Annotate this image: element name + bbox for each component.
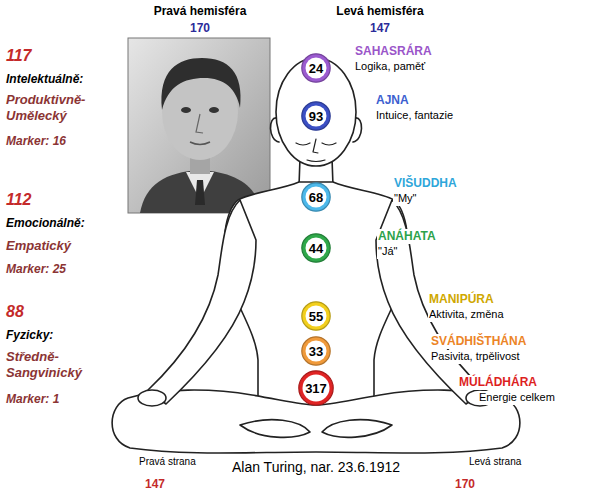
type-label: Středně- Sangvinický <box>5 349 112 382</box>
photo-frame <box>128 38 270 213</box>
chakra-value: 33 <box>301 344 331 359</box>
score-number: 112 <box>5 190 33 210</box>
category-label: Fyzicky: <box>5 328 54 343</box>
chakra-value: 24 <box>301 61 331 76</box>
chakra-value: 93 <box>301 109 331 124</box>
chakra-value: 44 <box>301 241 331 256</box>
chakra-ring-outer <box>302 302 330 330</box>
hemisphere-score: 170 <box>189 21 211 36</box>
chakra-meaning: "Já" <box>377 245 398 259</box>
hemisphere-score: 147 <box>369 21 391 36</box>
photo-eye <box>209 107 219 113</box>
chakra-meaning: Energie celkem <box>478 391 556 405</box>
chakra-circle: 93 <box>301 101 331 131</box>
category-label: Emocionálně: <box>5 216 86 231</box>
chakra-ring-outer <box>302 234 330 262</box>
chakra-meaning: "My" <box>393 192 417 206</box>
chakra-name: MÚLÁDHÁRA <box>458 375 538 390</box>
chakra-value: 68 <box>301 190 331 205</box>
chakra-ring-outer <box>302 102 330 130</box>
chakra-name: SAHASRÁRA <box>354 44 433 59</box>
caption: Alan Turing, nar. 23.6.1912 <box>231 459 401 477</box>
figure-arm <box>148 200 256 404</box>
chakra-meaning: Pasivita, trpělivost <box>430 350 521 364</box>
chakra-circle: 55 <box>301 301 331 331</box>
chakra-circle: 24 <box>301 53 331 83</box>
side-score: 170 <box>454 477 476 492</box>
chakra-meaning: Logika, paměť <box>354 60 426 74</box>
chakra-circle: 317 <box>298 370 334 406</box>
side-score: 147 <box>144 477 166 492</box>
photo-mouth <box>190 142 210 145</box>
chakra-value: 317 <box>298 381 334 396</box>
chakra-name: ANÁHATA <box>377 229 437 244</box>
chakra-ring-outer <box>302 183 330 211</box>
chakra-meaning: Aktivita, změna <box>428 308 505 322</box>
chakra-name: VIŠUDDHA <box>393 176 458 191</box>
marker-label: Marker: 16 <box>5 134 67 149</box>
chakra-circle: 44 <box>301 233 331 263</box>
chakra-name: SVÁDHIŠTHÁNA <box>430 334 527 349</box>
hemisphere-title: Pravá hemisféra <box>153 4 248 19</box>
chakra-ring-outer <box>302 337 330 365</box>
type-label: Empatický <box>5 238 72 254</box>
photo-hair <box>161 58 240 110</box>
type-label: Produktivně- Umělecký <box>5 92 112 125</box>
meditating-figure <box>112 58 520 453</box>
figure-torso <box>224 182 408 420</box>
side-label: Pravá strana <box>138 456 197 469</box>
figure-hand <box>138 390 166 406</box>
chakra-name: AJNA <box>375 93 410 108</box>
hemisphere-title: Levá hemisféra <box>335 4 424 19</box>
chakra-ring-outer <box>302 54 330 82</box>
photo-tie <box>195 180 205 205</box>
chakra-circle: 33 <box>301 336 331 366</box>
figure-head <box>276 58 356 166</box>
side-label: Levá strana <box>468 456 522 469</box>
chakra-ring-outer <box>299 371 333 405</box>
chakra-circle: 68 <box>301 182 331 212</box>
score-number: 88 <box>5 302 25 322</box>
figure-foot <box>322 420 392 438</box>
chakra-meaning: Intuice, fantazie <box>375 109 454 123</box>
chakra-name: MANIPÚRA <box>428 292 495 307</box>
figure-foot <box>240 420 310 438</box>
marker-label: Marker: 25 <box>5 262 67 277</box>
category-label: Intelektuálně: <box>5 72 84 87</box>
marker-label: Marker: 1 <box>5 392 60 407</box>
score-number: 117 <box>5 46 33 66</box>
chakra-value: 55 <box>301 309 331 324</box>
figure-face <box>296 139 336 162</box>
photo-nose <box>196 114 203 133</box>
photo-eye <box>181 107 191 113</box>
portrait-photo <box>128 38 270 213</box>
